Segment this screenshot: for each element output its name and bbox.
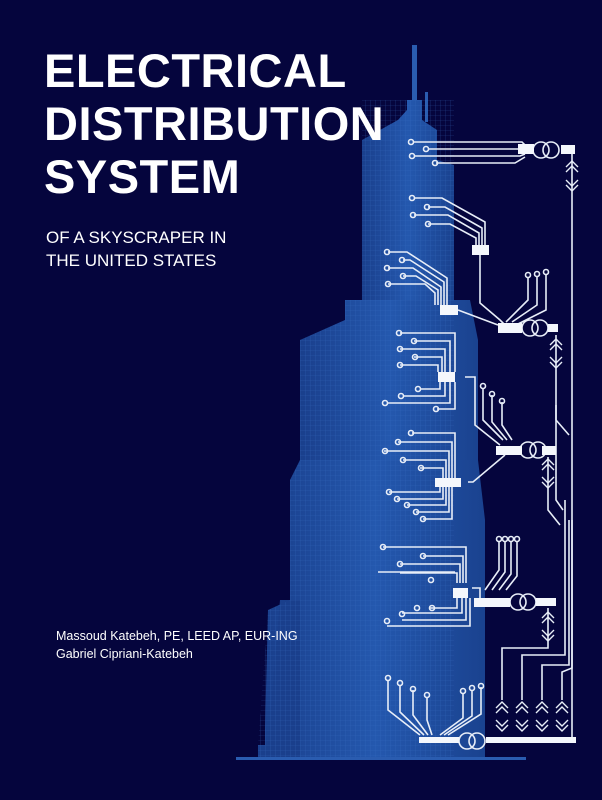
subtitle-line: THE UNITED STATES	[46, 251, 217, 270]
subtitle-line: OF A SKYSCRAPER IN	[46, 228, 227, 247]
book-title: ELECTRICAL DISTRIBUTION SYSTEM	[44, 44, 384, 203]
breaker-chevron-icons	[495, 160, 579, 732]
bus-bar-icons	[419, 144, 576, 743]
title-line: DISTRIBUTION	[44, 97, 385, 150]
title-line: ELECTRICAL	[44, 44, 347, 97]
author-name: Massoud Katebeh, PE, LEED AP, EUR-ING	[56, 629, 298, 643]
book-authors: Massoud Katebeh, PE, LEED AP, EUR-ING Ga…	[56, 627, 298, 663]
title-line: SYSTEM	[44, 150, 241, 203]
author-name: Gabriel Cipriani-Katebeh	[56, 647, 193, 661]
skyscraper-icon	[236, 45, 526, 760]
book-subtitle: OF A SKYSCRAPER IN THE UNITED STATES	[46, 226, 226, 272]
